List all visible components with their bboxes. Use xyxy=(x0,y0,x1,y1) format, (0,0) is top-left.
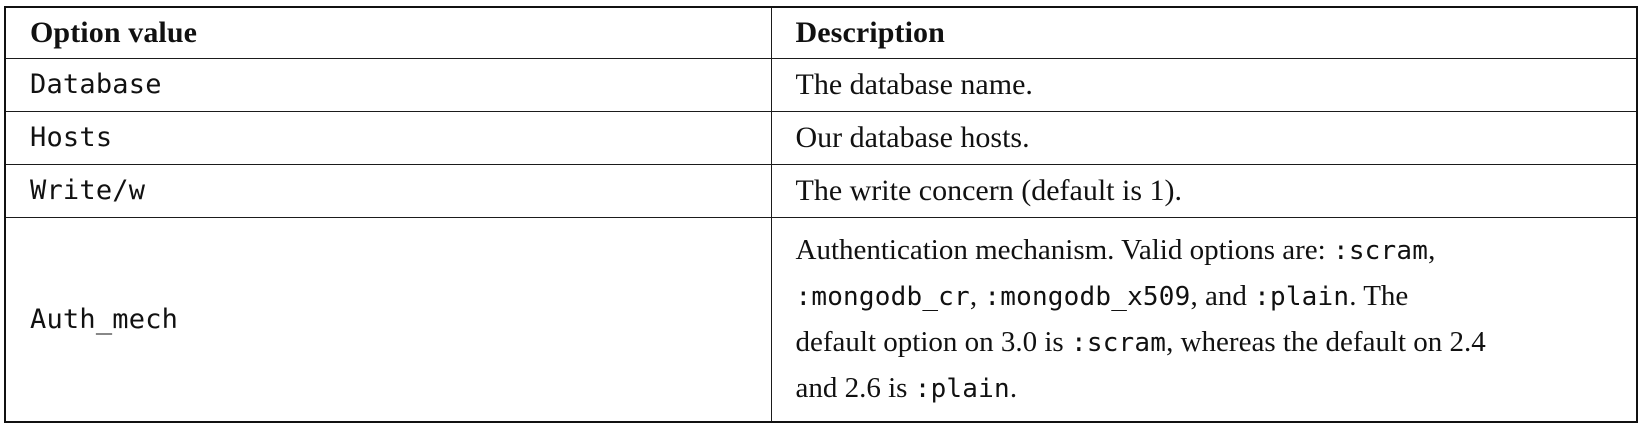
description-cell: Our database hosts. xyxy=(770,111,1638,165)
table-row: Database The database name. xyxy=(4,58,1638,112)
options-table: Option value Description Database The da… xyxy=(4,6,1638,423)
inline-text: and 2.6 is xyxy=(795,371,915,404)
option-value-cell: Auth_mech xyxy=(4,217,772,423)
description-cell: The write concern (default is 1). xyxy=(770,164,1638,218)
inline-text: , xyxy=(969,279,985,312)
table-header-row: Option value Description xyxy=(4,6,1638,59)
description-line: Authentication mechanism. Valid options … xyxy=(796,228,1627,274)
option-value-text: Hosts xyxy=(30,122,113,153)
inline-text: , whereas the default on 2.4 xyxy=(1166,325,1486,358)
inline-code: :scram xyxy=(1332,235,1429,266)
option-value-text: Write/w xyxy=(30,175,146,206)
option-value-cell: Database xyxy=(4,58,772,112)
inline-code: :plain xyxy=(914,373,1010,404)
inline-code: :scram xyxy=(1070,327,1167,358)
description-line: :mongodb_cr, :mongodb_x509, and :plain. … xyxy=(796,274,1627,320)
description-text: Our database hosts. xyxy=(795,121,1030,154)
description-line: and 2.6 is :plain. xyxy=(796,366,1627,412)
option-value-cell: Hosts xyxy=(4,111,772,165)
table-row: Write/w The write concern (default is 1)… xyxy=(4,164,1638,218)
inline-text: , xyxy=(1428,233,1436,266)
inline-text: . The xyxy=(1349,279,1409,312)
column-header-option-value-label: Option value xyxy=(30,16,198,49)
description-text: The database name. xyxy=(795,68,1033,101)
column-header-option-value: Option value xyxy=(4,6,772,59)
description-rich-text: Authentication mechanism. Valid options … xyxy=(772,224,1637,416)
table-body: Database The database name. Hosts Our da… xyxy=(4,58,1638,423)
description-line: default option on 3.0 is :scram, whereas… xyxy=(796,320,1627,366)
description-cell: The database name. xyxy=(770,58,1638,112)
inline-text: Authentication mechanism. Valid options … xyxy=(795,233,1333,266)
option-value-cell: Write/w xyxy=(4,164,772,218)
table-row: Hosts Our database hosts. xyxy=(4,111,1638,165)
table-head: Option value Description xyxy=(4,6,1638,59)
inline-code: :mongodb_cr xyxy=(795,281,970,312)
inline-text: . xyxy=(1009,371,1018,404)
column-header-description-label: Description xyxy=(795,16,945,49)
inline-code: :plain xyxy=(1254,281,1350,312)
options-table-container: Option value Description Database The da… xyxy=(4,6,1638,423)
inline-text: default option on 3.0 is xyxy=(795,325,1071,358)
description-text: The write concern (default is 1). xyxy=(795,174,1183,207)
inline-text: , and xyxy=(1190,279,1255,312)
inline-code: :mongodb_x509 xyxy=(984,281,1191,312)
option-value-text: Database xyxy=(30,69,162,100)
column-header-description: Description xyxy=(770,6,1638,59)
description-cell: Authentication mechanism. Valid options … xyxy=(770,217,1638,423)
table-row: Auth_mech Authentication mechanism. Vali… xyxy=(4,217,1638,423)
option-value-text: Auth_mech xyxy=(30,303,179,335)
